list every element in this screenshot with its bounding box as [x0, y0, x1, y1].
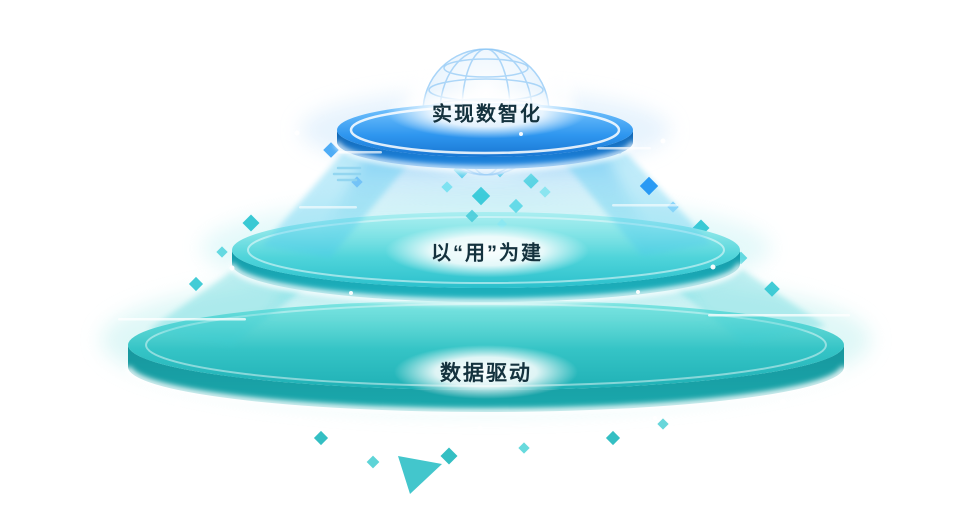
decor-streaks — [118, 147, 850, 321]
decor-diamonds-bottom — [313, 418, 669, 494]
tier-label-top: 实现数智化 — [386, 85, 588, 139]
decor-triangle — [398, 456, 442, 494]
tier-middle-rim-glow — [229, 263, 743, 305]
tier-top-rim-glow — [334, 141, 636, 172]
decor-dots — [175, 130, 786, 431]
tier-label-middle: 以“用”为建 — [385, 224, 589, 278]
decor-hatch-lines — [332, 166, 362, 182]
tier-label-bottom: 数据驱动 — [394, 345, 578, 399]
tier-bottom-rim-glow — [124, 366, 848, 416]
